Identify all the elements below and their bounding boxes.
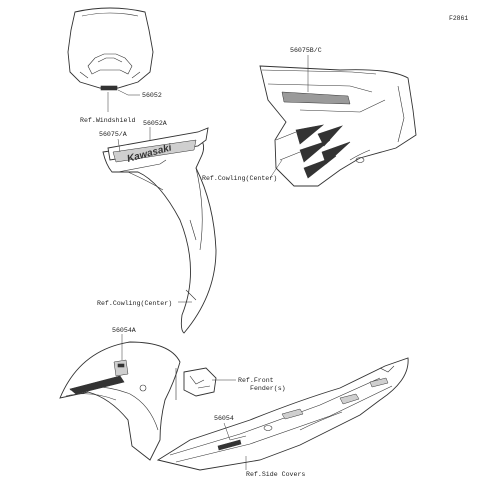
ref-cowling-center-label-2: Ref.Cowling(Center) bbox=[202, 175, 277, 182]
part-56054-label: 56054 bbox=[214, 415, 234, 422]
ref-front-fender-label-2: Fender(s) bbox=[250, 385, 286, 392]
part-56052-label: 56052 bbox=[142, 92, 162, 99]
windshield bbox=[67, 7, 154, 91]
part-56075A-label: 56075/A bbox=[99, 131, 127, 138]
figure-id: F2861 bbox=[449, 15, 468, 22]
part-56052A-label: 56052A bbox=[143, 120, 167, 127]
side-covers bbox=[156, 357, 409, 471]
ref-cowling-center-label-1: Ref.Cowling(Center) bbox=[97, 300, 172, 307]
part-56054A-label: 56054A bbox=[112, 327, 136, 334]
ref-windshield-label: Ref.Windshield bbox=[80, 117, 135, 124]
front-cowling: Kawasaki bbox=[102, 127, 217, 334]
front-fender bbox=[59, 341, 217, 461]
side-cowling bbox=[259, 65, 417, 187]
ref-front-fender-label-1: Ref.Front bbox=[238, 377, 274, 384]
windshield-decal bbox=[100, 85, 118, 91]
part-56075BC-label: 56075B/C bbox=[290, 47, 322, 54]
ref-side-covers-label: Ref.Side Covers bbox=[246, 471, 305, 478]
